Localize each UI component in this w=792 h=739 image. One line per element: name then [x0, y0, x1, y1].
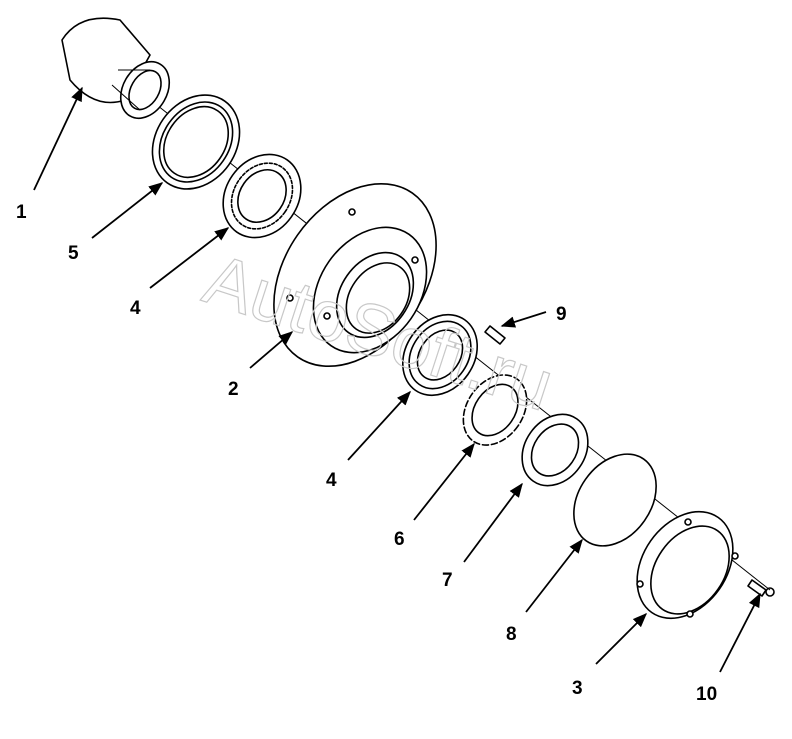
- leader-4a: [149, 227, 230, 289]
- part-9-dowel-pin: [484, 325, 506, 345]
- callout-4-upper: 4: [130, 298, 141, 319]
- leader-lines: [33, 86, 761, 673]
- callout-1: 1: [16, 202, 27, 223]
- leader-8: [525, 538, 583, 613]
- part-5-seal-ring: [151, 94, 241, 190]
- leader-7: [463, 482, 523, 563]
- callout-6: 6: [394, 529, 405, 550]
- callout-2: 2: [228, 379, 239, 400]
- callout-3: 3: [572, 678, 583, 699]
- callout-9: 9: [556, 304, 567, 325]
- leader-3: [595, 612, 648, 665]
- part-7-lock-nut: [521, 413, 589, 487]
- part-8-o-ring: [573, 453, 657, 547]
- callout-4-lower: 4: [326, 470, 337, 491]
- leader-10: [719, 592, 761, 673]
- leader-4b: [347, 390, 411, 461]
- leader-9: [500, 311, 547, 328]
- callout-10: 10: [696, 684, 717, 705]
- part-4-bearing-lower: [401, 313, 479, 397]
- part-3-end-cover: [636, 510, 739, 620]
- callout-7: 7: [442, 570, 453, 591]
- part-6-tab-washer: [462, 374, 528, 446]
- part-4-bearing-upper: [222, 153, 302, 239]
- part-10-bolt: [747, 579, 775, 597]
- leader-5: [91, 182, 164, 239]
- callout-5: 5: [68, 243, 79, 264]
- leader-2: [249, 331, 294, 369]
- leader-1: [33, 86, 83, 191]
- leader-6: [413, 442, 475, 521]
- part-1-shaft-sleeve: [61, 17, 171, 120]
- part-2-hub-flange: [273, 182, 437, 368]
- callout-labels: 1 5 4 2 9 4 6 7 8 3 10: [16, 202, 717, 705]
- callout-8: 8: [506, 624, 517, 645]
